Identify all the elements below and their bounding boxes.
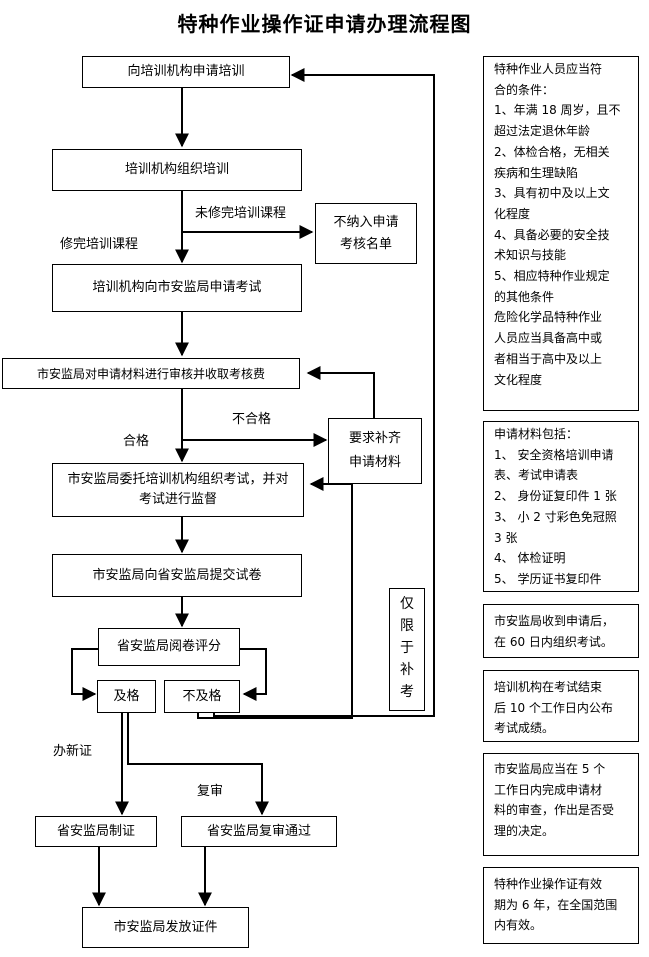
arrow-fail-restart: [213, 68, 435, 717]
note-review-time: 市安监局应当在 5 个工作日内完成申请材料的审查，作出是否受理的决定。: [483, 753, 639, 856]
note-materials: 申请材料包括： 1、 安全资格培训申请表、考试申请表 2、 身份证复印件 1 张 3、…: [483, 421, 639, 592]
note-line: 表、考试申请表: [494, 468, 579, 483]
note-exam-time: 市安监局收到申请后， 在 60 日内组织考试。: [483, 604, 639, 658]
note-publish-time: 培训机构在考试结束后 10 个工作日内公布考试成绩。: [483, 670, 639, 742]
label-unqualified: 不合格: [232, 412, 272, 427]
box-retake-only: 仅 限 于 补 考: [389, 588, 425, 711]
note-line: 3、具有初中及以上文: [494, 186, 610, 201]
note-line: 1、年满 18 周岁，且不: [494, 103, 621, 118]
retake-char-5: 考: [400, 684, 414, 700]
note-line: 人员应当具备高中或: [494, 331, 603, 346]
box-grading: 省安监局阅卷评分: [98, 628, 240, 666]
box-issue-cert: 市安监局发放证件: [82, 907, 249, 948]
note-line: 申请材料包括：: [494, 427, 579, 441]
note-line: 在 60 日内组织考试。: [494, 634, 613, 649]
note-validity: 特种作业操作证有效期为 6 年，在全国范围内有效。: [483, 867, 639, 944]
note-line: 考试成绩。: [494, 721, 555, 736]
note-line: 理的决定。: [494, 824, 555, 839]
note-line: 者相当于高中及以上: [494, 351, 603, 366]
note-line: 后 10 个工作日内公布: [494, 700, 613, 715]
box-supplement: 要求补齐申请材料: [328, 418, 422, 484]
note-line: 3、 小 2 寸彩色免冠照: [494, 509, 617, 524]
note-line: 特种作业人员应当符: [494, 62, 603, 76]
note-line: 危险化学品特种作业: [494, 310, 603, 325]
note-line: 3 张: [494, 530, 518, 545]
retake-char-2: 限: [400, 618, 414, 634]
note-line: 2、体检合格，无相关: [494, 144, 610, 159]
note-line: 市安监局收到申请后，: [494, 614, 615, 628]
arrow-supplement-back: [306, 366, 375, 419]
box-apply-exam: 培训机构向市安监局申请考试: [52, 264, 302, 312]
note-line: 2、 身份证复印件 1 张: [494, 489, 617, 504]
box-not-listed: 不纳入申请考核名单: [315, 203, 417, 264]
note-line: 1、 安全资格培训申请: [494, 447, 614, 462]
note-line: 5、相应特种作业规定: [494, 269, 610, 284]
box-make-cert: 省安监局制证: [35, 816, 157, 847]
label-incomplete-training: 未修完培训课程: [195, 206, 287, 221]
arrow-fail-retake: [197, 477, 353, 719]
arrow-grading-to-fail: [240, 648, 267, 701]
box-entrust-exam: 市安监局委托培训机构组织考试，并对考试进行监督: [52, 463, 304, 517]
retake-char-1: 仅: [400, 596, 414, 612]
box-org-training: 培训机构组织培训: [52, 149, 302, 191]
box-apply-training: 向培训机构申请培训: [82, 56, 290, 88]
note-line: 化程度: [494, 206, 531, 221]
note-line: 特种作业操作证有效: [494, 877, 603, 891]
note-line: 的其他条件: [494, 289, 555, 304]
note-line: 培训机构在考试结束: [494, 680, 603, 694]
box-fail: 不及格: [164, 680, 240, 713]
arrow-pass-to-recheck: [127, 712, 269, 816]
note-line: 4、 体检证明: [494, 551, 566, 566]
box-review-fee: 市安监局对申请材料进行审核并收取考核费: [2, 358, 300, 389]
retake-char-3: 于: [400, 640, 414, 656]
note-line: 合的条件：: [494, 82, 555, 97]
note-line: 料的审查，作出是否受: [494, 803, 615, 818]
page-title: 特种作业操作证申请办理流程图: [177, 12, 472, 36]
box-recheck-pass: 省安监局复审通过: [181, 816, 337, 847]
note-line: 工作日内完成申请材: [494, 782, 603, 797]
label-new-cert: 办新证: [53, 744, 93, 759]
note-line: 市安监局应当在 5 个: [494, 762, 606, 776]
note-line: 内有效。: [494, 918, 543, 933]
note-line: 期为 6 年，在全国范围: [494, 897, 618, 912]
note-line: 5、 学历证书复印件: [494, 571, 602, 586]
label-qualified: 合格: [123, 434, 150, 449]
note-line: 4、具备必要的安全技: [494, 227, 610, 242]
retake-char-4: 补: [400, 662, 414, 678]
arrow-grading-to-pass: [71, 648, 98, 701]
note-line: 超过法定退休年龄: [494, 124, 591, 139]
box-submit-papers: 市安监局向省安监局提交试卷: [52, 554, 302, 597]
label-complete-training: 修完培训课程: [60, 237, 139, 252]
note-line: 疾病和生理缺陷: [494, 165, 579, 180]
label-review: 复审: [197, 784, 224, 799]
note-conditions: 特种作业人员应当符合的条件： 1、年满 18 周岁，且不超过法定退休年龄 2、体检合…: [483, 56, 639, 411]
note-line: 术知识与技能: [494, 248, 567, 263]
box-pass: 及格: [97, 680, 156, 713]
note-line: 文化程度: [494, 372, 543, 387]
